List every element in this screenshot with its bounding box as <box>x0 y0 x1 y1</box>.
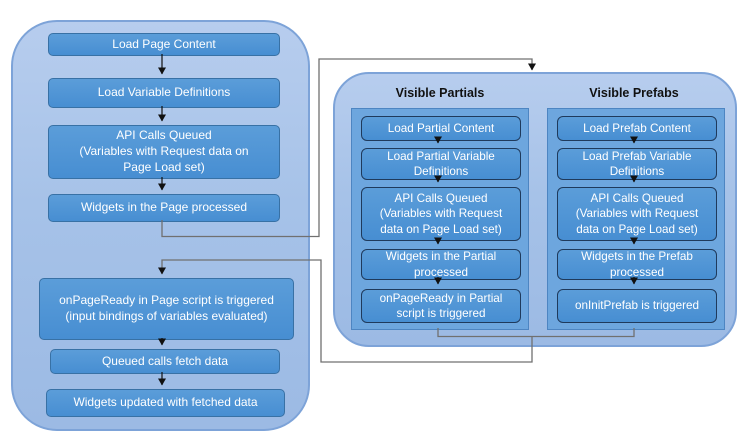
step-widgets-in-page-processed: Widgets in the Page processed <box>48 194 280 222</box>
visible-partials-heading: Visible Partials <box>395 86 485 100</box>
step-load-partial-content: Load Partial Content <box>361 116 521 141</box>
step-api-calls-queued-partial: API Calls Queued (Variables with Request… <box>361 187 521 241</box>
visible-partials-subpanel: Load Partial Content Load Partial Variab… <box>351 108 529 330</box>
visible-prefabs-subpanel: Load Prefab Content Load Prefab Variable… <box>547 108 725 330</box>
step-load-page-content: Load Page Content <box>48 33 280 56</box>
step-widgets-in-partial-processed: Widgets in the Partial processed <box>361 249 521 280</box>
partials-prefabs-panel: Visible Partials Visible Prefabs Load Pa… <box>333 72 737 347</box>
step-load-variable-definitions: Load Variable Definitions <box>48 78 280 108</box>
page-flow-panel: Load Page Content Load Variable Definiti… <box>11 20 310 431</box>
step-widgets-in-prefab-processed: Widgets in the Prefab processed <box>557 249 717 280</box>
step-oninitprefab-triggered: onInitPrefab is triggered <box>557 289 717 323</box>
step-api-calls-queued-page: API Calls Queued (Variables with Request… <box>48 125 280 179</box>
step-load-prefab-variable-definitions: Load Prefab Variable Definitions <box>557 148 717 180</box>
visible-prefabs-heading: Visible Prefabs <box>589 86 679 100</box>
step-load-prefab-content: Load Prefab Content <box>557 116 717 141</box>
step-widgets-updated-with-fetched-data: Widgets updated with fetched data <box>46 389 285 417</box>
step-onpageready-partial: onPageReady in Partial script is trigger… <box>361 289 521 323</box>
step-api-calls-queued-prefab: API Calls Queued (Variables with Request… <box>557 187 717 241</box>
step-queued-calls-fetch-data: Queued calls fetch data <box>50 349 280 374</box>
step-load-partial-variable-definitions: Load Partial Variable Definitions <box>361 148 521 180</box>
step-onpageready-page: onPageReady in Page script is triggered … <box>39 278 294 340</box>
